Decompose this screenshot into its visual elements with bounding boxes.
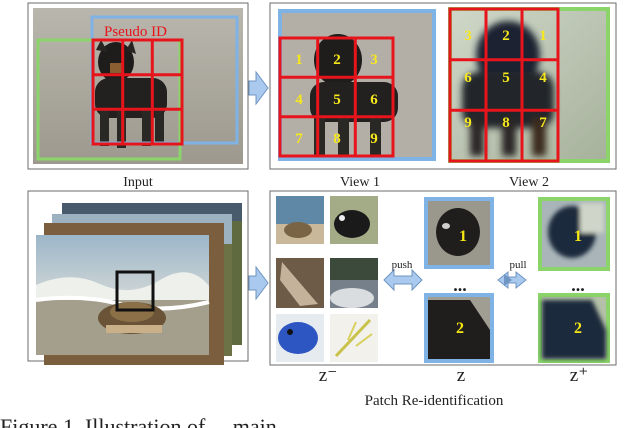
view2-label: View 2: [509, 175, 549, 190]
z-plus-label: z⁺: [570, 365, 588, 386]
svg-text:2: 2: [333, 52, 341, 68]
negative-patches: [276, 196, 378, 362]
view1-grid-numbers: 1 2 3 4 5 6 7 8 9: [295, 52, 378, 147]
patch-reid-panel: push 1 ... 2 pull: [269, 190, 617, 366]
push-label: push: [392, 259, 413, 271]
view1-image: [278, 9, 436, 161]
neg-patch-1: [276, 196, 324, 244]
ellipsis-z: ...: [453, 275, 467, 295]
svg-text:9: 9: [370, 131, 378, 147]
input-label: Input: [123, 175, 153, 190]
svg-text:1: 1: [574, 228, 582, 245]
svg-text:3: 3: [370, 52, 378, 68]
input-red-grid: [91, 38, 184, 146]
anchor-patch-2: 2: [424, 293, 494, 363]
input-panel: Pseudo ID: [27, 2, 249, 170]
arrow-right-icon-2: [248, 265, 269, 301]
view2-image: [448, 7, 610, 163]
svg-text:3: 3: [464, 28, 472, 44]
view2-red-grid: [448, 7, 560, 163]
svg-text:6: 6: [464, 70, 472, 86]
svg-text:1: 1: [295, 52, 303, 68]
svg-text:8: 8: [502, 115, 510, 131]
patch-reid-label: Patch Re-identification: [365, 393, 504, 409]
view2-grid-numbers: 3 2 1 6 5 4 9 8 7: [464, 28, 547, 131]
ellipsis-z-plus: ...: [571, 275, 585, 295]
image-stack-panel: [27, 190, 249, 365]
pull-label: pull: [509, 259, 526, 271]
svg-text:1: 1: [539, 28, 547, 44]
pull-arrow-icon: [497, 270, 527, 290]
neg-patch-4: [330, 258, 378, 308]
svg-text:2: 2: [574, 320, 582, 337]
views-panel: 1 2 3 4 5 6 7 8 9: [269, 2, 617, 170]
view1-label: View 1: [340, 175, 380, 190]
z-minus-label: z⁻: [319, 365, 337, 386]
pseudo-id-label: Pseudo ID: [104, 24, 167, 40]
svg-text:6: 6: [370, 92, 378, 108]
svg-text:4: 4: [539, 70, 547, 86]
z-label: z: [457, 365, 465, 386]
svg-text:9: 9: [464, 115, 472, 131]
push-arrow-icon: [383, 268, 423, 292]
neg-patch-2: [330, 196, 378, 244]
svg-text:2: 2: [456, 320, 464, 337]
figure-caption: Figure 1. Illustration of ... main... ..…: [0, 414, 315, 428]
arrow-right-icon: [248, 70, 269, 106]
positive-patch-2: 2: [538, 293, 610, 363]
view1-red-grid: [278, 36, 395, 158]
selected-patch-box: [115, 270, 155, 312]
anchor-patch-1: 1: [424, 197, 494, 269]
svg-text:2: 2: [502, 28, 510, 44]
neg-patch-5: [276, 314, 324, 362]
positive-patch-1: 1: [538, 197, 610, 271]
svg-text:5: 5: [502, 70, 510, 86]
neg-patch-6: [330, 314, 378, 362]
beach-turtle-image: [35, 235, 210, 355]
svg-text:4: 4: [295, 92, 303, 108]
svg-text:8: 8: [333, 131, 341, 147]
svg-text:7: 7: [539, 115, 547, 131]
svg-text:1: 1: [459, 228, 467, 245]
neg-patch-3: [276, 258, 324, 308]
svg-text:5: 5: [333, 92, 341, 108]
svg-text:7: 7: [295, 131, 303, 147]
